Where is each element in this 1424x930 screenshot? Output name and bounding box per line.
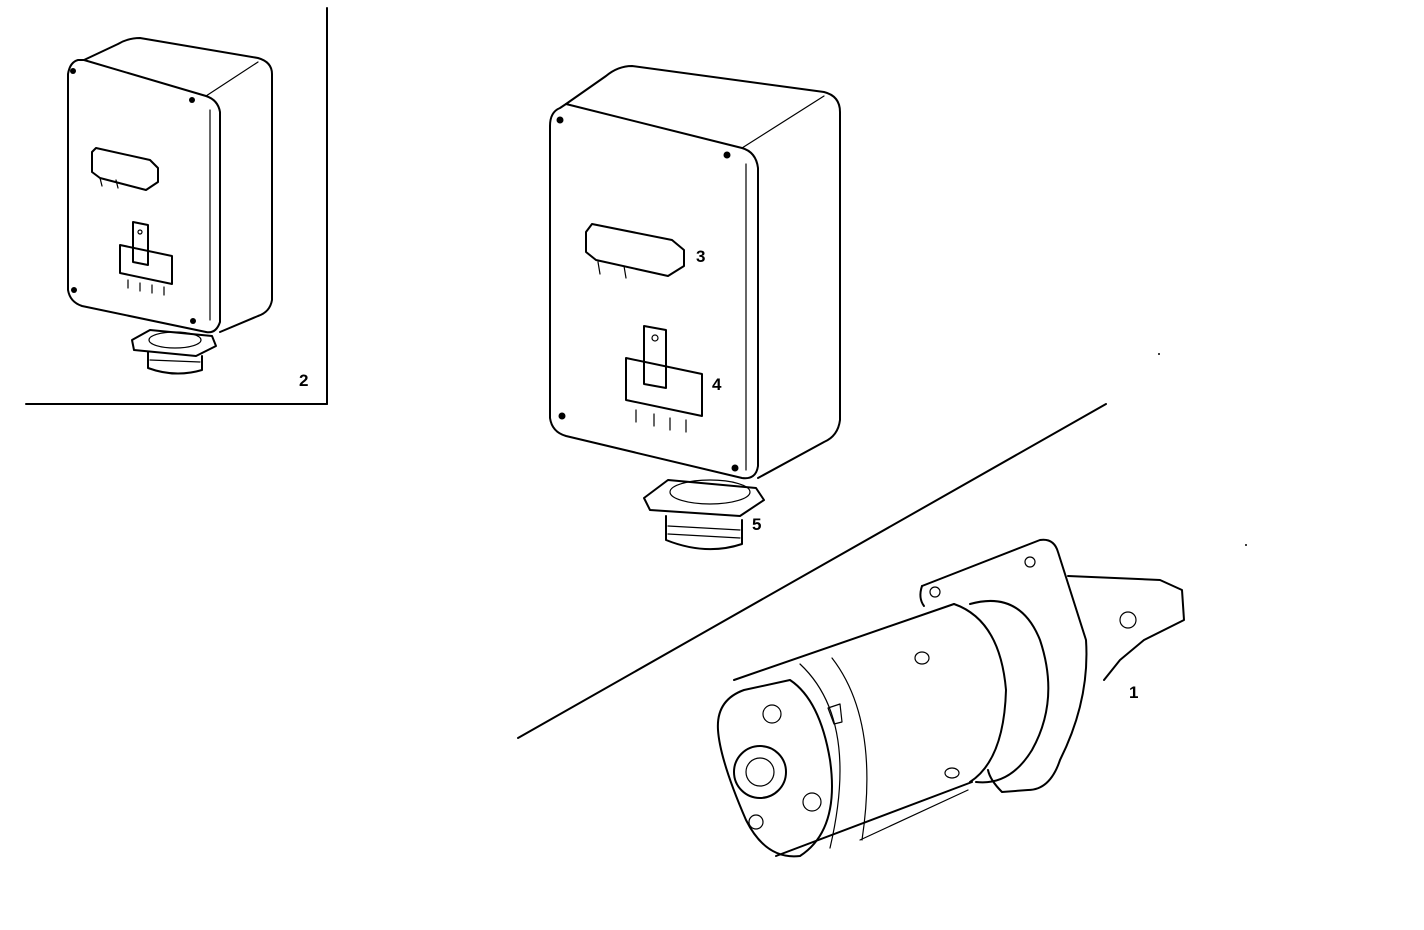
callout-1: 1 [1129,683,1139,702]
callout-4: 4 [712,375,722,394]
callout-3: 3 [696,247,706,266]
inset-frame [25,7,328,405]
callout-2: 2 [299,371,309,390]
callout-5: 5 [752,515,762,534]
starter-motor [716,538,1185,858]
control-box-small [67,37,273,375]
divider-line [517,403,1107,739]
control-box-large [549,65,841,551]
